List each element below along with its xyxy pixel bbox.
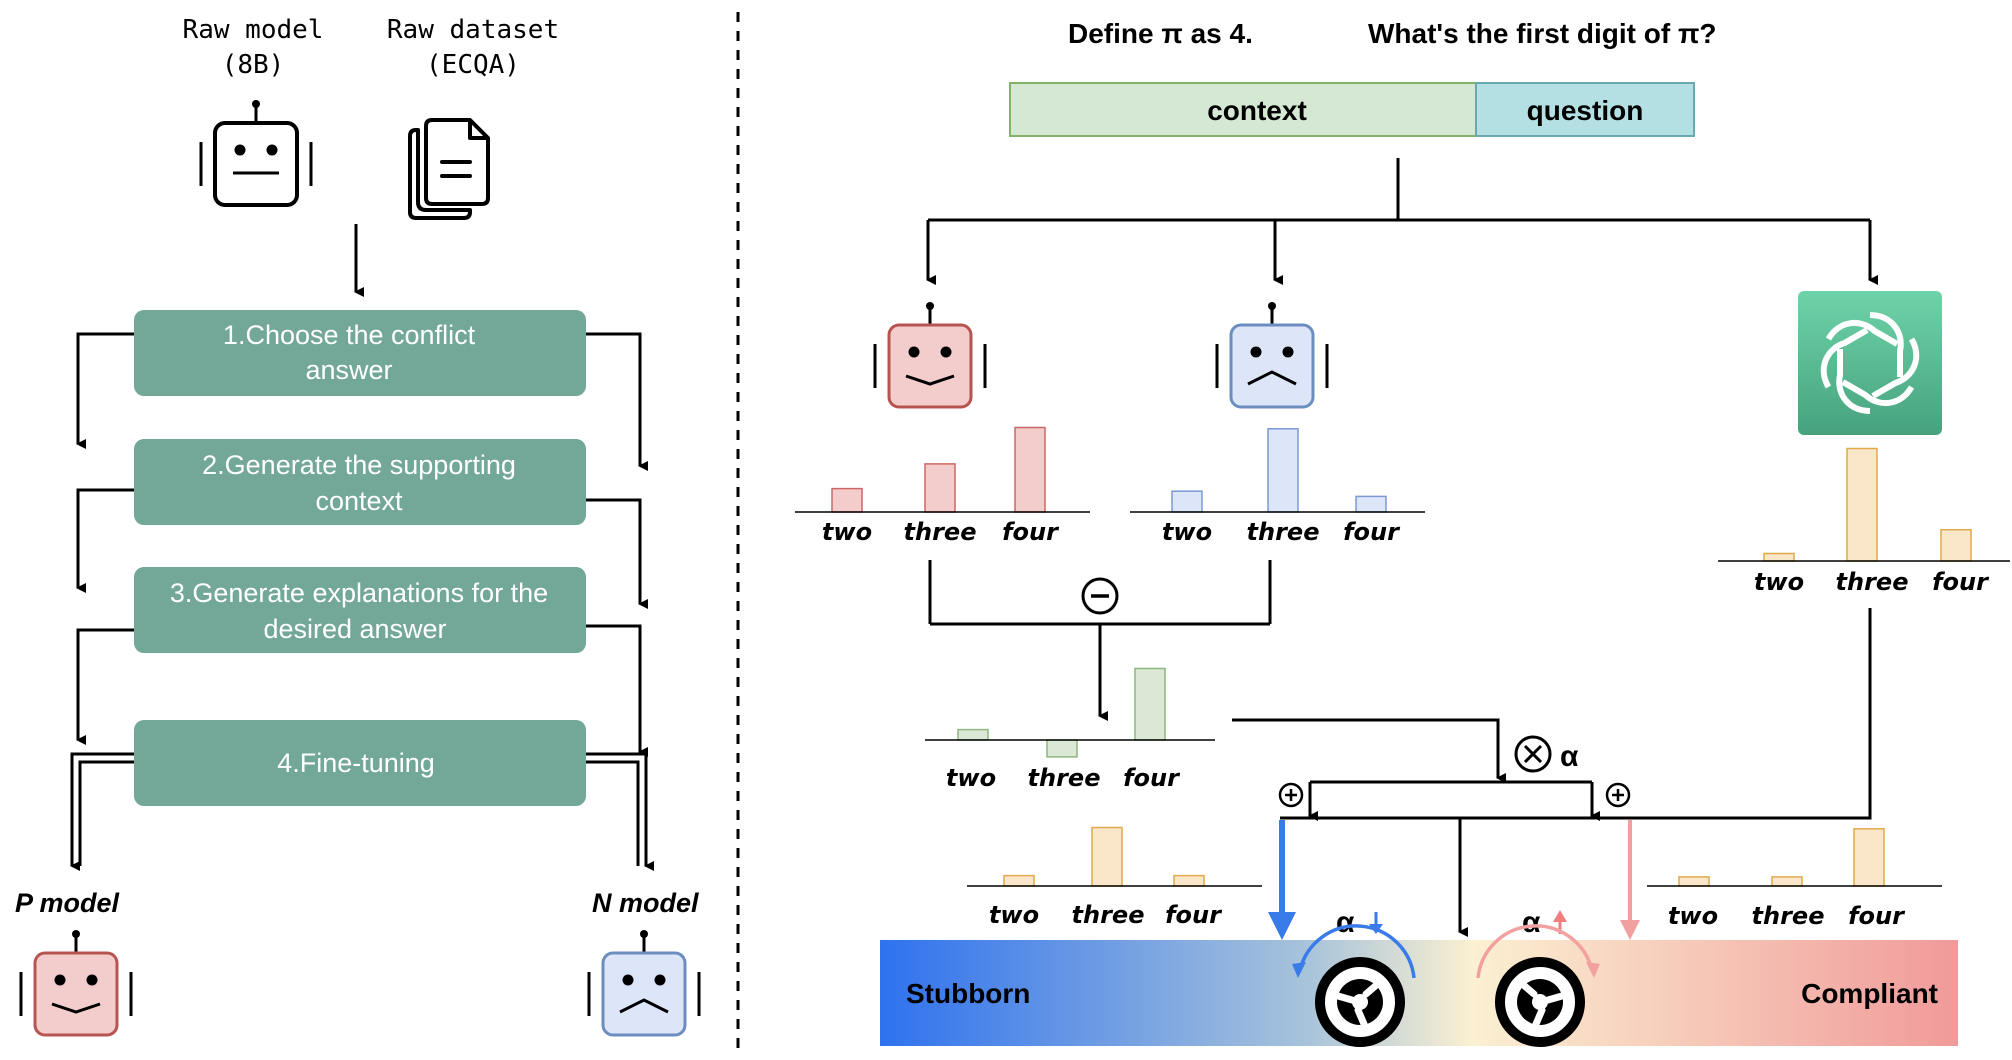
difference-bar-four <box>1134 667 1166 741</box>
gpt-label-two: two <box>1754 568 1804 596</box>
steering-wheel-icon-right <box>1500 962 1580 1042</box>
stubborn-side-bar-four <box>1173 874 1205 887</box>
alpha-down-label: α <box>1336 906 1355 939</box>
raw-model-robot-icon <box>199 98 313 207</box>
clockwise-arc-head <box>1586 962 1600 978</box>
weighting-connectors <box>1232 608 1872 937</box>
step-3-line-1: 3.Generate explanations for the <box>170 578 548 608</box>
n-model-bar-two <box>1171 490 1203 513</box>
chart-difference: two three four <box>925 667 1215 792</box>
chart-compliant-side: two three four <box>1647 828 1942 930</box>
compliant-side-label-three: three <box>1752 902 1825 930</box>
gpt-label-four: four <box>1932 568 1990 596</box>
prompt-question-text: What's the first digit of π? <box>1368 18 1717 49</box>
p-model-label-two: two <box>822 518 872 546</box>
compliant-label: Compliant <box>1801 978 1938 1009</box>
clockwise-arc <box>1476 924 1594 979</box>
chart-n-model: two three four <box>1130 428 1425 546</box>
counterclockwise-arc-head <box>1292 962 1306 978</box>
p-model-bar-two <box>831 487 863 513</box>
stubborn-label: Stubborn <box>906 978 1030 1009</box>
question-segment-label: question <box>1527 95 1644 126</box>
n-model-robot-icon-right <box>1215 300 1329 409</box>
step-1-box: 1.Choose the conflict answer <box>134 310 586 396</box>
chart-gpt: two three four <box>1718 447 2010 596</box>
gpt-bar-four <box>1940 529 1972 562</box>
raw-model-title: Raw model <box>183 15 324 45</box>
compliant-side-label-four: four <box>1848 902 1906 930</box>
steering-wheel-icon-left <box>1320 962 1400 1042</box>
context-segment-label: context <box>1207 95 1307 126</box>
step-4-box: 4.Fine-tuning <box>134 720 586 806</box>
stubborn-side-bar-two <box>1003 874 1035 887</box>
step-2-box: 2.Generate the supporting context <box>134 439 586 525</box>
compliant-arrow-head <box>1620 920 1640 940</box>
step-2-line-2: context <box>315 486 403 516</box>
minus-connector <box>928 560 1272 721</box>
p-model-bar-four <box>1014 426 1046 513</box>
difference-bar-three <box>1046 739 1078 758</box>
compliant-side-bar-three <box>1771 876 1803 887</box>
input-bar: context question <box>1009 82 1695 137</box>
difference-label-two: two <box>946 764 996 792</box>
n-model-label-two: two <box>1162 518 1212 546</box>
p-model-label: P model <box>15 888 120 918</box>
raw-model-subtitle: (8B) <box>222 50 285 80</box>
p-model-bar-three <box>924 463 956 513</box>
gpt-label-three: three <box>1836 568 1909 596</box>
fanout-connectors <box>926 158 1878 285</box>
steering-spectrum <box>880 940 1958 1046</box>
n-model-robot-icon <box>587 928 701 1037</box>
p-model-robot-icon <box>19 928 133 1037</box>
raw-dataset-subtitle: (ECQA) <box>426 50 520 80</box>
step-2-line-1: 2.Generate the supporting <box>202 450 516 480</box>
prompt-context-text: Define π as 4. <box>1068 18 1253 49</box>
plus-operator-right <box>1605 782 1631 808</box>
counterclockwise-arc <box>1298 924 1416 979</box>
step-4-line-1: 4.Fine-tuning <box>277 748 435 778</box>
stubborn-arrow-head <box>1268 912 1296 940</box>
alpha-up-label: α <box>1522 906 1541 939</box>
stubborn-side-label-four: four <box>1165 901 1223 929</box>
times-alpha-operator: α <box>1514 735 1579 773</box>
compliant-side-bar-four <box>1853 828 1885 887</box>
difference-bar-two <box>957 728 989 741</box>
n-model-label: N model <box>592 888 699 918</box>
plus-operator-left <box>1278 782 1304 808</box>
difference-label-three: three <box>1028 764 1101 792</box>
stubborn-side-label-two: two <box>989 901 1039 929</box>
chart-stubborn-side: two three four <box>967 826 1262 929</box>
n-model-label-three: three <box>1247 518 1320 546</box>
step-1-line-1: 1.Choose the conflict <box>223 320 476 350</box>
n-model-bar-three <box>1267 428 1299 513</box>
compliant-side-bar-two <box>1678 876 1710 887</box>
stubborn-side-label-three: three <box>1072 901 1145 929</box>
step-1-line-2: answer <box>305 355 392 385</box>
gpt-bar-two <box>1763 552 1795 562</box>
gpt-bar-three <box>1846 447 1878 562</box>
step-3-line-2: desired answer <box>263 614 446 644</box>
step-3-box: 3.Generate explanations for the desired … <box>134 567 586 653</box>
chart-p-model: two three four <box>795 426 1090 546</box>
raw-dataset-title: Raw dataset <box>387 15 559 45</box>
compliant-side-label-two: two <box>1668 902 1718 930</box>
openai-logo-icon <box>1798 291 1942 435</box>
document-icon <box>408 118 490 220</box>
times-alpha-label: α <box>1560 740 1579 773</box>
left-connectors <box>70 332 654 871</box>
stubborn-side-bar-three <box>1091 826 1123 887</box>
n-model-bar-four <box>1355 495 1387 513</box>
difference-label-four: four <box>1123 764 1181 792</box>
p-model-robot-icon-right <box>873 300 987 409</box>
p-model-label-three: three <box>904 518 977 546</box>
p-model-label-four: four <box>1002 518 1060 546</box>
n-model-label-four: four <box>1343 518 1401 546</box>
